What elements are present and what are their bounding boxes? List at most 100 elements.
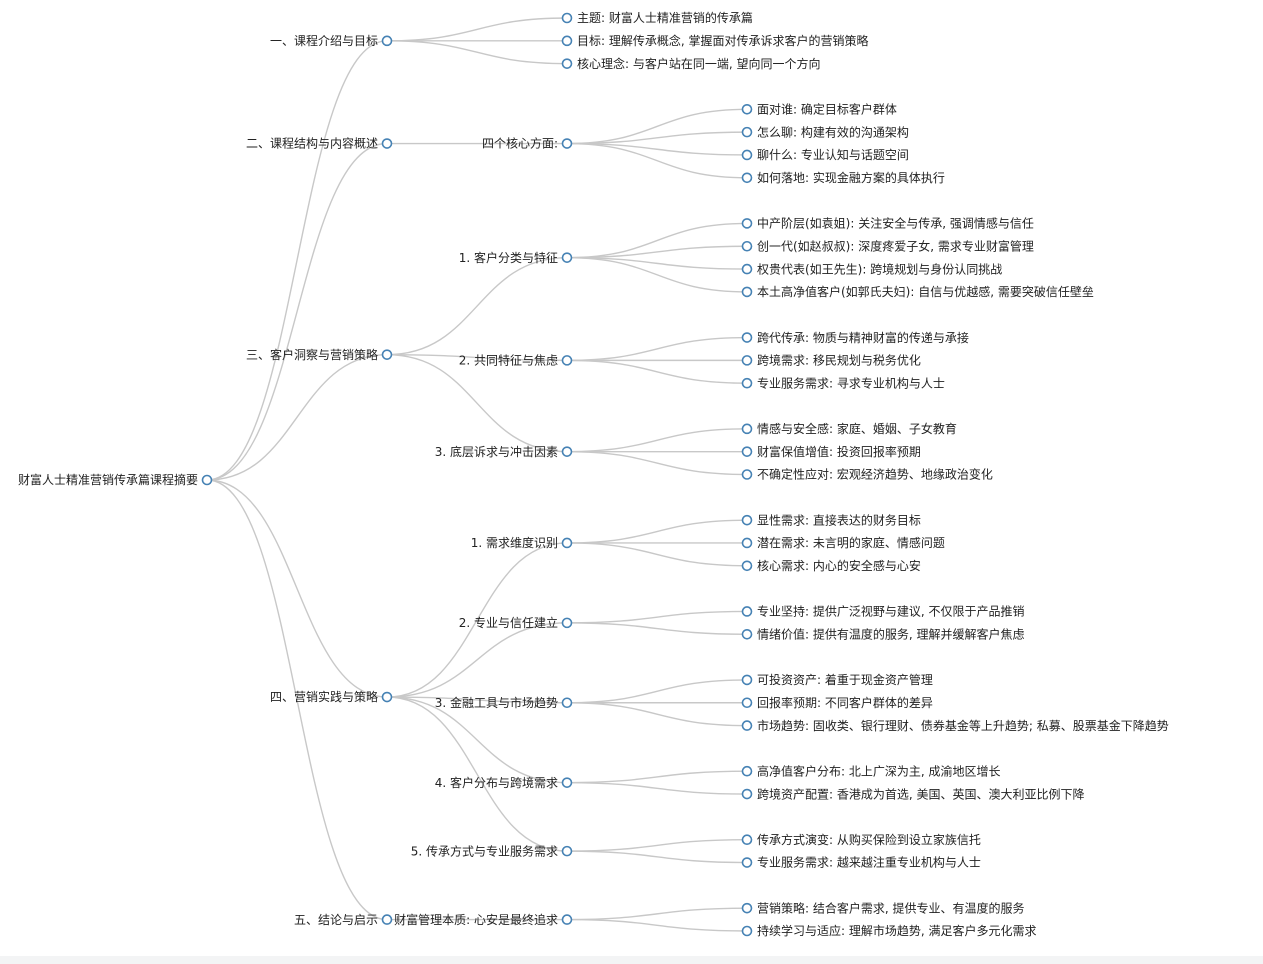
node-toggle-circle[interactable] xyxy=(381,691,393,703)
node-toggle-circle[interactable] xyxy=(741,560,753,572)
leaf-node[interactable]: 面对谁: 确定目标客户群体 xyxy=(741,102,897,117)
node-toggle-circle[interactable] xyxy=(741,834,753,846)
node-toggle-circle[interactable] xyxy=(561,58,573,69)
leaf-node[interactable]: 情绪价值: 提供有温度的服务, 理解并缓解客户焦虑 xyxy=(741,626,1025,641)
leaf-node[interactable]: 可投资资产: 着重于现金资产管理 xyxy=(741,672,933,687)
leaf-node[interactable]: 专业坚持: 提供广泛视野与建议, 不仅限于产品推销 xyxy=(741,604,1025,619)
node-toggle-circle[interactable] xyxy=(741,720,753,731)
node-toggle-circle[interactable] xyxy=(741,902,753,914)
node-toggle-circle[interactable] xyxy=(741,126,753,138)
node-toggle-circle[interactable] xyxy=(741,765,753,777)
node-label: 传承方式演变: 从购买保险到设立家族信托 xyxy=(757,832,981,847)
branch-node[interactable]: 4. 客户分布与跨境需求 xyxy=(435,775,573,790)
leaf-node[interactable]: 创一代(如赵叔叔): 深度疼爱子女, 需求专业财富管理 xyxy=(741,238,1034,253)
node-toggle-circle[interactable] xyxy=(561,35,573,47)
branch-node[interactable]: 1. 需求维度识别 xyxy=(471,535,573,550)
node-toggle-circle[interactable] xyxy=(741,377,753,389)
node-label: 持续学习与适应: 理解市场趋势, 满足客户多元化需求 xyxy=(757,923,1037,938)
node-toggle-circle[interactable] xyxy=(561,697,573,709)
horizontal-scrollbar-track[interactable] xyxy=(0,956,1263,964)
node-toggle-circle[interactable] xyxy=(561,777,573,788)
node-toggle-circle[interactable] xyxy=(741,446,753,457)
node-toggle-circle[interactable] xyxy=(561,617,573,629)
node-toggle-circle[interactable] xyxy=(741,606,753,617)
leaf-node[interactable]: 中产阶层(如袁姐): 关注安全与传承, 强调情感与信任 xyxy=(741,216,1034,231)
leaf-node[interactable]: 跨境资产配置: 香港成为首选, 美国、英国、澳大利亚比例下降 xyxy=(741,786,1085,801)
node-toggle-circle[interactable] xyxy=(741,697,753,709)
leaf-node[interactable]: 跨代传承: 物质与精神财富的传递与承接 xyxy=(741,330,969,345)
leaf-node[interactable]: 权贵代表(如王先生): 跨境规划与身份认同挑战 xyxy=(741,261,1003,276)
leaf-node[interactable]: 不确定性应对: 宏观经济趋势、地缘政治变化 xyxy=(741,467,993,482)
node-toggle-circle[interactable] xyxy=(741,286,753,298)
node-toggle-circle[interactable] xyxy=(741,240,753,252)
leaf-node[interactable]: 核心理念: 与客户站在同一端, 望向同一个方向 xyxy=(561,56,821,71)
node-toggle-circle[interactable] xyxy=(381,138,393,149)
leaf-node[interactable]: 财富保值增值: 投资回报率预期 xyxy=(741,444,921,459)
node-toggle-circle[interactable] xyxy=(561,446,573,457)
leaf-node[interactable]: 市场趋势: 固收类、银行理财、债券基金等上升趋势; 私募、股票基金下降趋势 xyxy=(741,718,1169,733)
node-toggle-circle[interactable] xyxy=(741,218,753,229)
leaf-node[interactable]: 目标: 理解传承概念, 掌握面对传承诉求客户的营销策略 xyxy=(561,33,869,48)
leaf-node[interactable]: 专业服务需求: 寻求专业机构与人士 xyxy=(741,375,945,390)
branch-node[interactable]: 1. 客户分类与特征 xyxy=(459,250,573,265)
node-toggle-circle[interactable] xyxy=(741,857,753,868)
leaf-node[interactable]: 本土高净值客户(如郭氏夫妇): 自信与优越感, 需要突破信任壁垒 xyxy=(741,284,1094,299)
node-toggle-circle[interactable] xyxy=(741,628,753,640)
branch-node[interactable]: 一、课程介绍与目标 xyxy=(270,33,393,48)
leaf-node[interactable]: 显性需求: 直接表达的财务目标 xyxy=(741,512,921,527)
root-node[interactable]: 财富人士精准营销传承篇课程摘要 xyxy=(18,472,213,487)
node-toggle-circle[interactable] xyxy=(561,252,573,263)
leaf-node[interactable]: 如何落地: 实现金融方案的具体执行 xyxy=(741,170,945,185)
node-toggle-circle[interactable] xyxy=(741,423,753,435)
leaf-node[interactable]: 潜在需求: 未言明的家庭、情感问题 xyxy=(741,535,945,550)
node-toggle-circle[interactable] xyxy=(741,104,753,115)
node-toggle-circle[interactable] xyxy=(741,263,753,275)
node-toggle-circle[interactable] xyxy=(741,355,753,366)
node-toggle-circle[interactable] xyxy=(381,914,393,925)
branch-node[interactable]: 财富管理本质: 心安是最终追求 xyxy=(394,912,573,927)
node-toggle-circle[interactable] xyxy=(561,12,573,24)
branch-node[interactable]: 四、营销实践与策略 xyxy=(270,689,393,704)
node-toggle-circle[interactable] xyxy=(741,788,753,800)
tree-link xyxy=(566,336,748,362)
node-toggle-circle[interactable] xyxy=(561,138,573,149)
branch-node[interactable]: 五、结论与启示 xyxy=(294,913,393,927)
node-toggle-circle[interactable] xyxy=(201,474,213,486)
node-toggle-circle[interactable] xyxy=(741,537,753,549)
branch-node[interactable]: 5. 传承方式与专业服务需求 xyxy=(411,843,573,858)
node-toggle-circle[interactable] xyxy=(741,332,753,343)
leaf-node[interactable]: 专业服务需求: 越来越注重专业机构与人士 xyxy=(741,855,981,870)
node-toggle-circle[interactable] xyxy=(741,469,753,480)
node-toggle-circle[interactable] xyxy=(741,925,753,937)
branch-node[interactable]: 2. 共同特征与焦虑 xyxy=(459,353,573,368)
leaf-node[interactable]: 营销策略: 结合客户需求, 提供专业、有温度的服务 xyxy=(741,900,1025,915)
branch-node[interactable]: 四个核心方面: xyxy=(482,136,573,151)
leaf-node[interactable]: 情感与安全感: 家庭、婚姻、子女教育 xyxy=(741,421,957,436)
node-toggle-circle[interactable] xyxy=(741,172,753,184)
branch-node[interactable]: 3. 底层诉求与冲击因素 xyxy=(435,444,573,459)
node-toggle-circle[interactable] xyxy=(561,914,573,925)
branch-node[interactable]: 二、课程结构与内容概述 xyxy=(246,136,393,151)
leaf-node[interactable]: 持续学习与适应: 理解市场趋势, 满足客户多元化需求 xyxy=(741,923,1037,938)
node-toggle-circle[interactable] xyxy=(741,674,753,686)
leaf-node[interactable]: 传承方式演变: 从购买保险到设立家族信托 xyxy=(741,832,981,847)
node-toggle-circle[interactable] xyxy=(561,537,573,549)
leaf-node[interactable]: 聊什么: 专业认知与话题空间 xyxy=(741,147,909,162)
leaf-node[interactable]: 主题: 财富人士精准营销的传承篇 xyxy=(561,10,753,25)
node-toggle-circle[interactable] xyxy=(561,845,573,857)
node-toggle-circle[interactable] xyxy=(561,355,573,366)
leaf-node[interactable]: 怎么聊: 构建有效的沟通架构 xyxy=(741,124,909,139)
branch-node[interactable]: 三、客户洞察与营销策略 xyxy=(246,347,393,362)
node-toggle-circle[interactable] xyxy=(381,349,393,360)
branch-node[interactable]: 3. 金融工具与市场趋势 xyxy=(435,695,573,710)
tree-link xyxy=(566,519,748,544)
leaf-node[interactable]: 跨境需求: 移民规划与税务优化 xyxy=(741,353,921,368)
node-toggle-circle[interactable] xyxy=(741,514,753,526)
leaf-node[interactable]: 核心需求: 内心的安全感与心安 xyxy=(741,558,921,573)
node-label: 五、结论与启示 xyxy=(294,913,378,927)
node-toggle-circle[interactable] xyxy=(741,149,753,161)
node-toggle-circle[interactable] xyxy=(381,35,393,47)
leaf-node[interactable]: 回报率预期: 不同客户群体的差异 xyxy=(741,695,933,710)
leaf-node[interactable]: 高净值客户分布: 北上广深为主, 成渝地区增长 xyxy=(741,763,1001,778)
branch-node[interactable]: 2. 专业与信任建立 xyxy=(459,615,573,630)
